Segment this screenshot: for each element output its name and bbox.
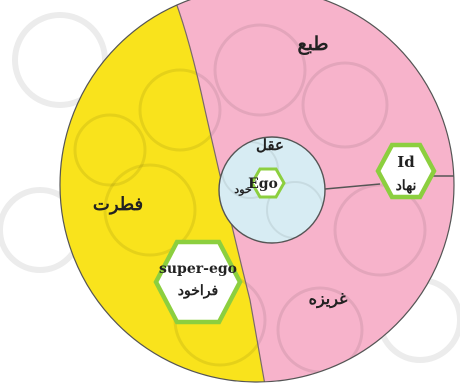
label-tab: طبع [298,33,329,55]
id-label-en: Id [397,153,415,171]
superego-label-fa: فراخود [178,283,218,299]
ego-label-en: Ego [248,176,278,192]
ego-label-fa: خود [234,183,252,196]
label-fetrat: فطرت [93,194,143,215]
id-label-fa: نهاد [396,178,417,194]
label-gharizeh: غريزه [309,289,348,309]
label-aql: عقل [256,136,284,154]
superego-label-en: super-ego [159,261,237,277]
superego-hexagon [156,242,240,322]
